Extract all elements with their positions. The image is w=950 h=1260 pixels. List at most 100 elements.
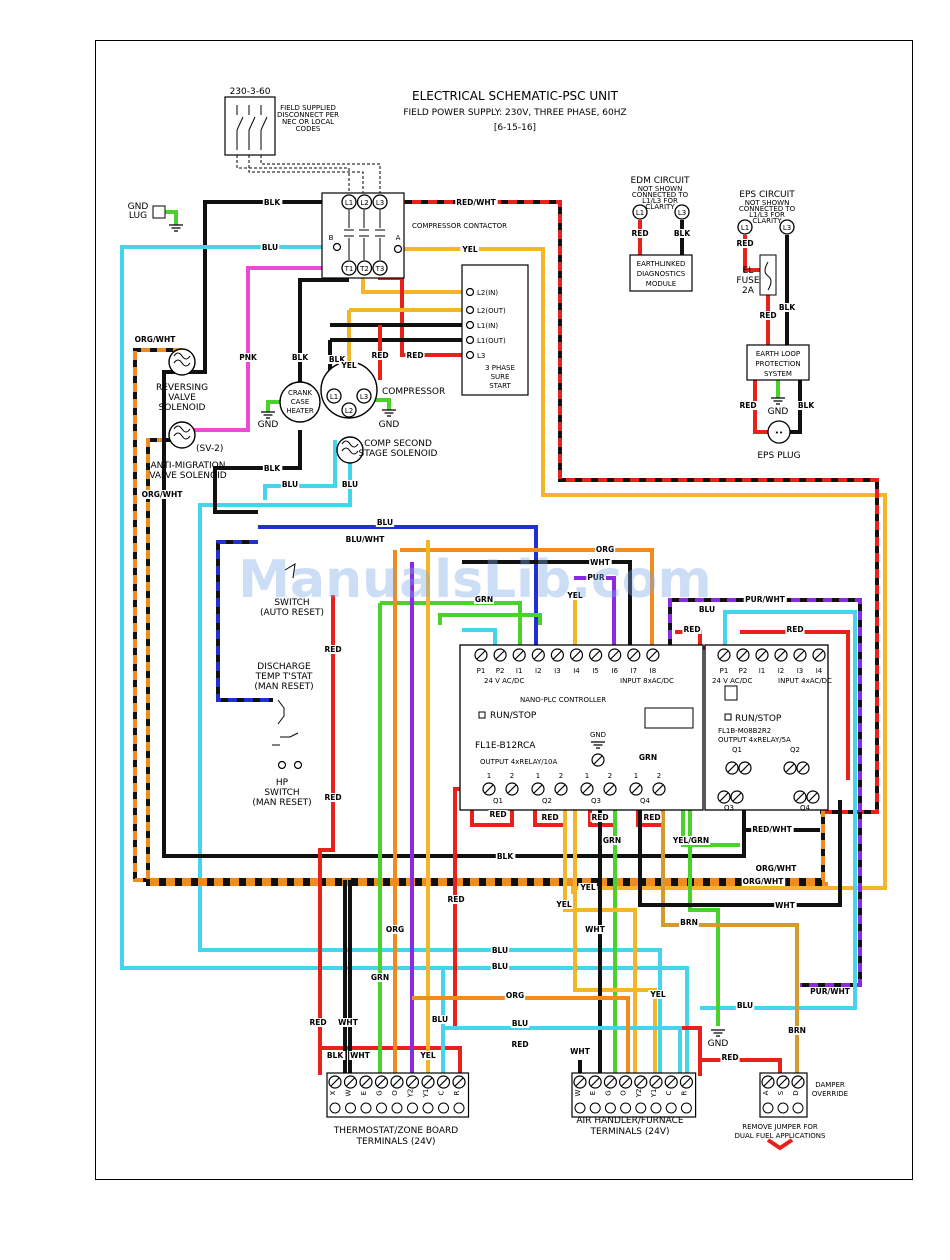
gnd-lug-label: LUG <box>129 211 147 221</box>
surge-term-label: L3 <box>477 352 485 360</box>
wht-i6 <box>462 560 632 655</box>
edm-title: EDM CIRCUIT <box>630 176 690 186</box>
wire-label-bg <box>280 480 300 489</box>
plc-input-label: I6 <box>611 667 618 675</box>
thermostat-label: THERMOSTAT/ZONE BOARD <box>333 1126 458 1136</box>
wire-label-bg <box>735 239 755 248</box>
surge-term-0 <box>465 287 475 297</box>
plc-input-label: I1 <box>516 667 523 675</box>
eps-plug-pins: •• <box>775 429 783 437</box>
screw-slot <box>719 792 729 802</box>
wire-label-bg <box>735 1001 755 1010</box>
wire-label-bg <box>630 229 650 238</box>
edm-module-label: DIAGNOSTICS <box>637 270 686 278</box>
screw-slot <box>732 792 742 802</box>
wire-label: RED/WHT <box>456 198 496 207</box>
screw-slot <box>785 763 795 773</box>
air-handler-terminals-label: E <box>589 1091 597 1095</box>
blk-return <box>162 352 746 858</box>
eps-plug-label: EPS PLUG <box>757 451 800 461</box>
plc-input-label: I8 <box>650 667 657 675</box>
wire-label: BLU <box>699 605 715 614</box>
wire-label-bg <box>787 1026 807 1035</box>
damper-terminals-screw <box>777 1102 789 1114</box>
plc2-input-label: P1 <box>720 667 729 675</box>
wire-label-bg <box>720 1053 740 1062</box>
edm-l1-label: L1 <box>636 209 644 217</box>
contactor-L1 <box>341 194 357 210</box>
wire-label: PUR/WHT <box>745 595 786 604</box>
wire-label: YEL <box>419 1051 436 1060</box>
wire-label: GRN <box>639 753 657 762</box>
screw-slot <box>361 1077 371 1087</box>
plc-input-label: I7 <box>631 667 638 675</box>
plc2-output-label: Q1 <box>732 746 742 754</box>
air-handler-terminals-screw <box>635 1102 647 1114</box>
org-i7 <box>400 548 654 655</box>
wire-label-bg <box>369 973 391 982</box>
blu-b-loop <box>120 245 689 1076</box>
plc2-output-label: Q2 <box>790 746 800 754</box>
air-handler-terminals-screw <box>680 1102 692 1114</box>
plc2-input-label: I3 <box>797 667 804 675</box>
gnd-lug-icon <box>169 224 183 232</box>
wire-label: WHT <box>338 1018 359 1027</box>
disconnect-blade <box>260 116 268 131</box>
air-handler-terminals-label: W <box>574 1089 582 1096</box>
wire-label: YEL <box>340 361 357 370</box>
plc2-input-label: I2 <box>778 667 785 675</box>
wire-label: RED <box>371 351 388 360</box>
wire-label-bg <box>590 813 610 822</box>
wire-label: RED <box>631 229 648 238</box>
comp-second-label: STAGE SOLENOID <box>359 449 438 459</box>
air-handler-terminals-screw <box>620 1102 632 1114</box>
compressor-label: COMPRESSOR <box>382 387 445 397</box>
eps-l1 <box>737 219 753 235</box>
wire-label-bg <box>554 900 573 909</box>
damper-terminals-screw <box>762 1102 774 1114</box>
wire-label-bg <box>370 351 390 360</box>
out-num: 2 <box>510 772 514 780</box>
eps-note: CONNECTED TO <box>739 205 796 213</box>
wire-label: ORG/WHT <box>142 490 184 499</box>
screw-slot <box>575 1077 585 1087</box>
screw-slot <box>377 1077 386 1087</box>
wire-label-bg <box>504 991 526 1000</box>
damper-terminals-screw <box>792 1102 804 1114</box>
plc2-display <box>724 685 738 701</box>
field-wiring <box>236 155 381 195</box>
out-num: 1 <box>536 772 540 780</box>
damper-terminals-label: D <box>792 1090 800 1095</box>
blu-wht <box>216 540 273 702</box>
out-num: 1 <box>487 772 491 780</box>
thermostat-terminals-screw <box>329 1102 341 1114</box>
reversing-valve-label: REVERSING <box>156 383 208 393</box>
screw-slot <box>572 650 581 660</box>
wire-label: BLK <box>674 229 691 238</box>
plc2-output-label: Q3 <box>724 804 734 812</box>
surge-label: SURE <box>491 373 510 381</box>
damper-label: OVERRIDE <box>812 1090 848 1098</box>
plc-input-label: I2 <box>535 667 542 675</box>
plc-input-label: I4 <box>573 667 580 675</box>
surge-term-label: L2(IN) <box>477 289 498 297</box>
wire-label: RED <box>759 311 776 320</box>
orgwht-rv <box>133 348 825 882</box>
wire-label-bg <box>337 1018 360 1027</box>
thermostat-terminals-label: E <box>360 1091 368 1095</box>
thermostat-terminals-label: Y1 <box>422 1089 430 1099</box>
wire-label-bg <box>758 311 778 320</box>
comp-L3-label: L3 <box>360 393 368 401</box>
wire-label: BLK <box>264 464 281 473</box>
disconnect-blade <box>248 116 256 131</box>
screw-slot <box>795 792 805 802</box>
wire-label-bg <box>741 877 786 886</box>
wire-label-bg <box>323 645 343 654</box>
screw-slot <box>533 784 543 794</box>
wire-label-bg <box>637 753 659 762</box>
edm-module-label: EARTHLINKED <box>637 260 686 268</box>
contactor-T3 <box>372 260 388 276</box>
screw-slot <box>610 650 620 660</box>
red-wht-l3 <box>380 200 879 814</box>
